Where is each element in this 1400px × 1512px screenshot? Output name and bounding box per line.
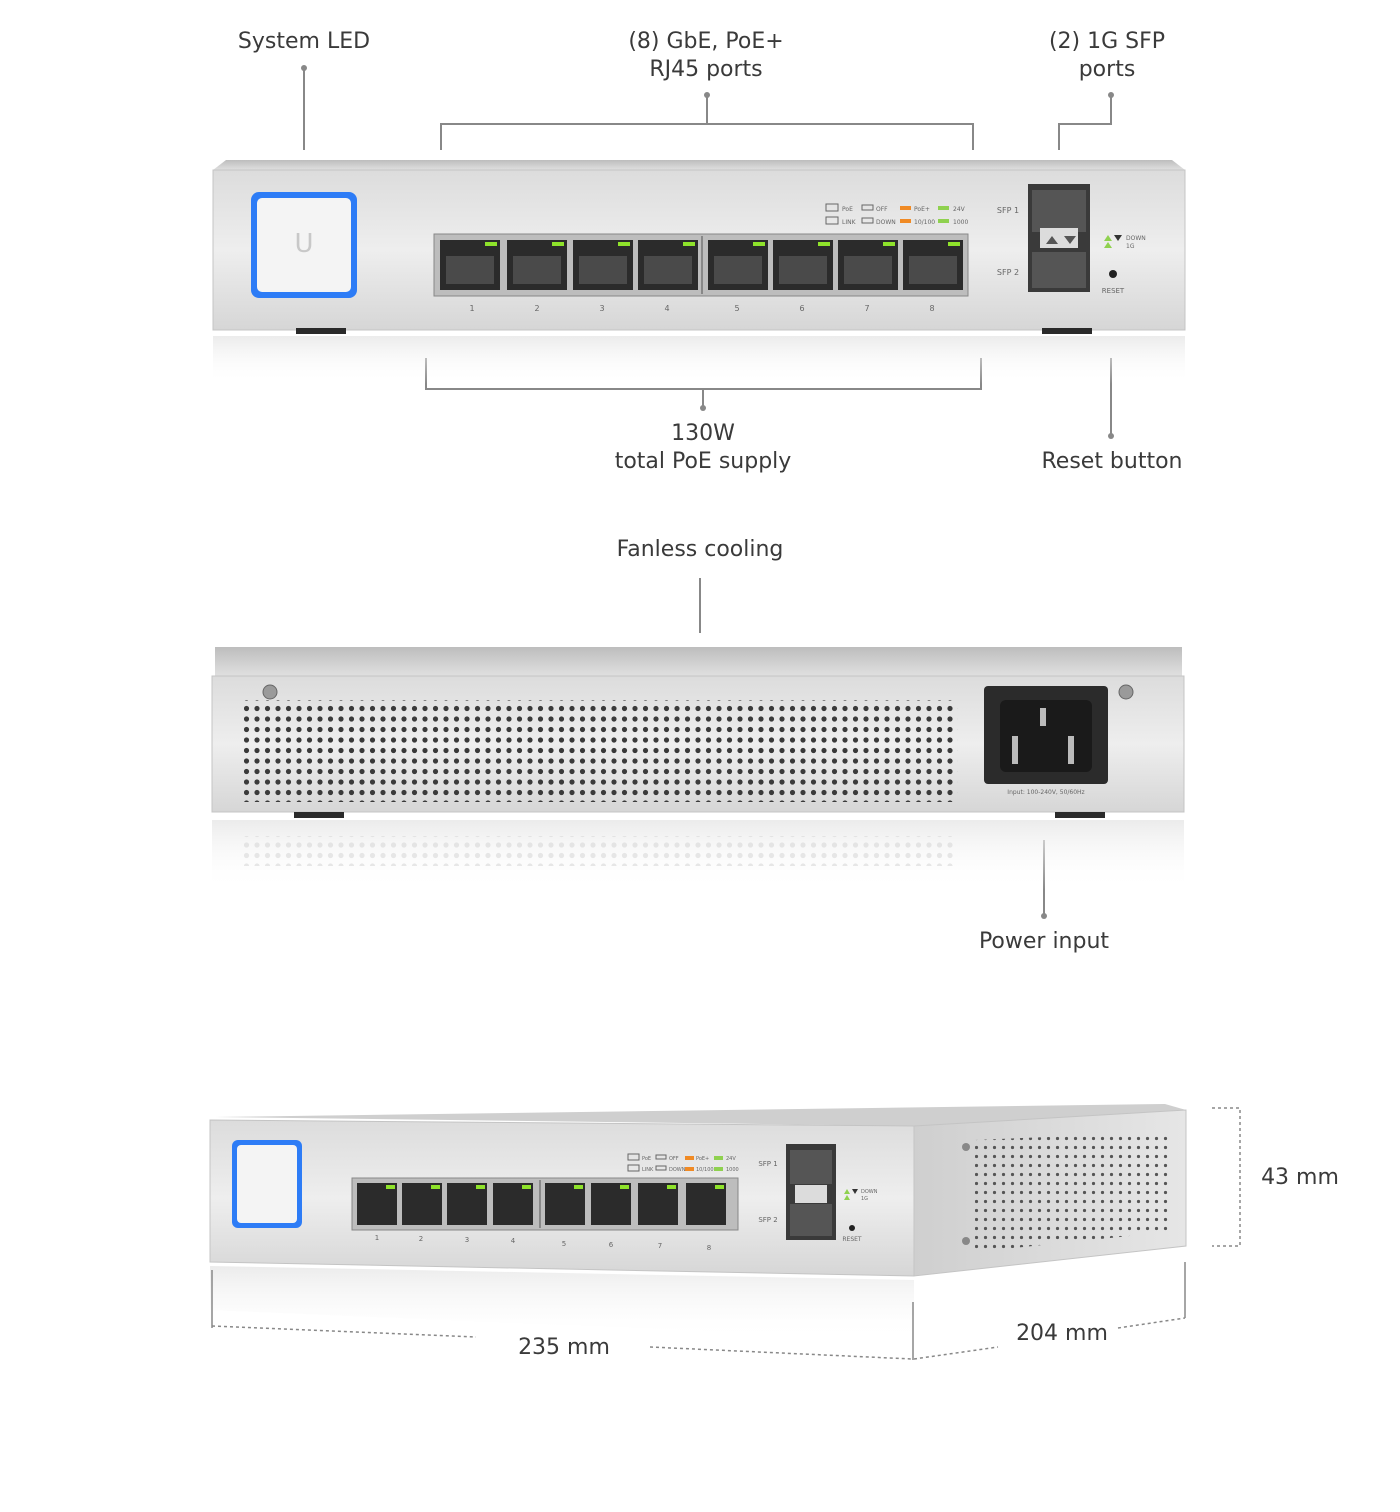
side-vents: [975, 1132, 1168, 1252]
sfp-ports-label: (2) 1G SFP ports: [1048, 29, 1166, 82]
sfp2-label: SFP 2: [997, 268, 1019, 277]
svg-text:10/100: 10/100: [914, 219, 935, 226]
port-number: 8: [929, 304, 934, 313]
port-number: 4: [511, 1237, 516, 1245]
reset-button-label: Reset button: [1041, 449, 1183, 474]
sfp-legend-down: DOWN: [1126, 235, 1146, 242]
svg-text:PoE: PoE: [642, 1156, 651, 1162]
isometric-view: 1 2 3 4 5 6 7 8 PoE OFF PoE+ 24V LINK DO…: [209, 1104, 1241, 1360]
rj45-port: [591, 1183, 631, 1225]
rj45-ports-label: (8) GbE, PoE+ RJ45 ports: [628, 29, 784, 82]
sfp1-label: SFP 1: [758, 1160, 777, 1168]
port-number: 3: [465, 1236, 469, 1244]
port-number: 6: [609, 1241, 614, 1249]
rj45-port: [838, 240, 898, 290]
port-number: 8: [707, 1244, 711, 1252]
rj45-port: [493, 1183, 533, 1225]
rj45-port: [638, 240, 698, 290]
svg-text:24V: 24V: [726, 1156, 736, 1162]
port-number: 1: [469, 304, 474, 313]
power-spec: Input: 100-240V, 50/60Hz: [1007, 789, 1084, 796]
svg-text:DOWN: DOWN: [669, 1167, 686, 1173]
svg-text:LINK: LINK: [642, 1167, 654, 1173]
port-number: 5: [562, 1240, 566, 1248]
power-input-label: Power input: [978, 929, 1110, 954]
rj45-port: [447, 1183, 487, 1225]
reset-text: RESET: [842, 1236, 862, 1243]
svg-text:1000: 1000: [726, 1167, 739, 1173]
svg-text:U: U: [294, 229, 313, 259]
rj45-port: [686, 1183, 726, 1225]
port-number: 4: [664, 304, 669, 313]
rj45-port: [402, 1183, 442, 1225]
svg-text:DOWN: DOWN: [876, 219, 896, 226]
width-dimension-label: 235 mm: [518, 1335, 610, 1360]
svg-text:PoE: PoE: [842, 206, 853, 213]
led-legend: PoE OFF PoE+ 24V LINK DOWN 10/100 1000: [825, 203, 968, 226]
rj45-port: [773, 240, 833, 290]
fanless-cooling-label: Fanless cooling: [616, 537, 784, 562]
svg-text:OFF: OFF: [669, 1156, 679, 1162]
rj45-port: [507, 240, 567, 290]
port-number: 1: [375, 1234, 379, 1242]
svg-text:PoE+: PoE+: [914, 206, 930, 213]
back-view: Input: 100-240V, 50/60Hz: [211, 578, 1185, 919]
sfp-cage: [1028, 184, 1090, 292]
svg-text:PoE+: PoE+: [696, 1156, 709, 1162]
power-socket: [984, 686, 1108, 784]
port-number: 5: [734, 304, 739, 313]
port-number: 7: [864, 304, 869, 313]
poe-supply-label: 130W total PoE supply: [614, 421, 792, 474]
reset-hole: [1109, 270, 1117, 278]
vent-grille: [244, 700, 958, 802]
port-number: 3: [599, 304, 604, 313]
sfp-legend-1g: 1G: [861, 1196, 868, 1202]
rj45-port: [573, 240, 633, 290]
svg-text:1000: 1000: [953, 219, 968, 226]
rj45-port: [357, 1183, 397, 1225]
sfp-legend-down: DOWN: [861, 1189, 878, 1195]
rj45-port: [638, 1183, 678, 1225]
svg-text:10/100: 10/100: [696, 1167, 714, 1173]
rj45-port: [440, 240, 500, 290]
sfp1-label: SFP 1: [997, 206, 1019, 215]
system-led-label: System LED: [237, 29, 371, 54]
depth-dimension-label: 204 mm: [1016, 1321, 1108, 1346]
rj45-port: [708, 240, 768, 290]
rj45-port: [545, 1183, 585, 1225]
front-view: U: [212, 65, 1186, 439]
rj45-port: [903, 240, 963, 290]
sfp2-label: SFP 2: [758, 1216, 777, 1224]
svg-text:24V: 24V: [953, 206, 966, 213]
port-number: 2: [534, 304, 539, 313]
svg-text:LINK: LINK: [842, 219, 857, 226]
port-number: 6: [799, 304, 804, 313]
sfp-legend-1g: 1G: [1126, 243, 1135, 250]
port-number: 7: [658, 1242, 662, 1250]
height-dimension-label: 43 mm: [1261, 1165, 1339, 1190]
reset-text: RESET: [1102, 287, 1125, 295]
port-number: 2: [419, 1235, 423, 1243]
svg-text:OFF: OFF: [876, 206, 888, 213]
